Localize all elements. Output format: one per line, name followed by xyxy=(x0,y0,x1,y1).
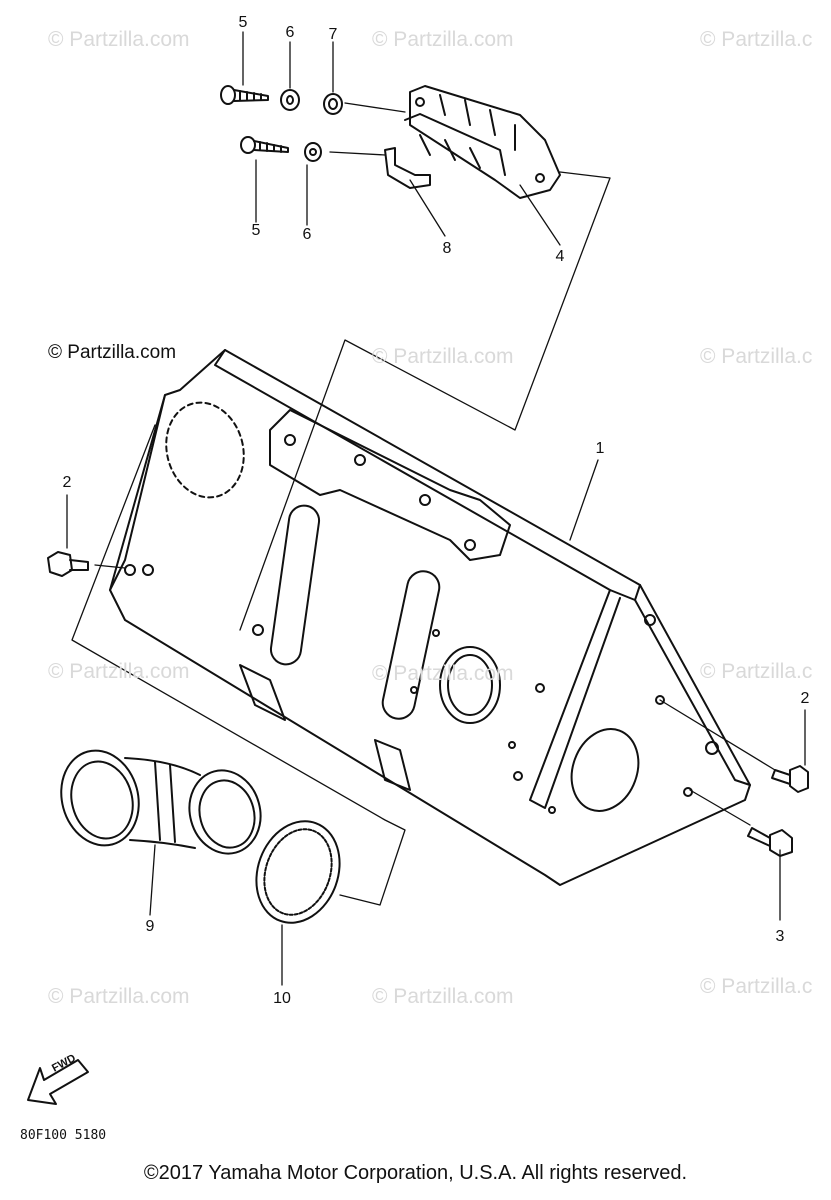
watermark-dark: © Partzilla.com xyxy=(48,342,177,363)
diagram-code: 80F100 5180 xyxy=(20,1128,107,1143)
clamp-part-8 xyxy=(384,147,431,189)
callout-2: 2 xyxy=(62,474,72,491)
nut-part-7 xyxy=(323,93,343,115)
watermark: © Partzilla.com xyxy=(372,28,514,51)
callout-2: 2 xyxy=(800,690,810,707)
screw-part-5-upper xyxy=(220,85,269,105)
bolt-part-3 xyxy=(747,827,793,857)
callout-6: 6 xyxy=(302,226,312,243)
callout-5: 5 xyxy=(251,222,261,239)
watermark: © Partzilla.com xyxy=(372,985,514,1008)
washer-part-6-lower xyxy=(304,142,322,162)
callout-8: 8 xyxy=(442,240,452,257)
callout-10: 10 xyxy=(273,990,291,1007)
washer-part-6-upper xyxy=(280,89,300,111)
watermark: © Partzilla.com xyxy=(48,28,190,51)
watermark: © Partzilla.com xyxy=(48,985,190,1008)
callout-7: 7 xyxy=(328,26,338,43)
callout-9: 9 xyxy=(145,918,155,935)
callout-1: 1 xyxy=(595,440,605,457)
watermark: © Partzilla.com xyxy=(48,660,190,683)
ring-part-10 xyxy=(255,820,341,924)
screw-part-5-lower xyxy=(240,136,289,154)
callout-5: 5 xyxy=(238,14,248,31)
callout-6: 6 xyxy=(285,24,295,41)
watermark: © Partzilla.com xyxy=(372,662,514,685)
bolt-part-2-left xyxy=(47,551,89,577)
watermark: © Partzilla.c xyxy=(700,975,813,998)
bolt-part-2-right xyxy=(771,765,809,793)
watermark: © Partzilla.com xyxy=(372,345,514,368)
fwd-arrow-icon xyxy=(27,1059,89,1105)
copyright-notice: ©2017 Yamaha Motor Corporation, U.S.A. A… xyxy=(143,1162,688,1184)
callout-3: 3 xyxy=(775,928,785,945)
watermark: © Partzilla.c xyxy=(700,28,813,51)
air-shroud-part-1 xyxy=(109,349,751,886)
intake-boot-part-9 xyxy=(60,749,262,855)
watermark: © Partzilla.c xyxy=(700,660,813,683)
watermark: © Partzilla.c xyxy=(700,345,813,368)
callout-4: 4 xyxy=(555,248,565,265)
bracket-part-4 xyxy=(404,85,561,199)
